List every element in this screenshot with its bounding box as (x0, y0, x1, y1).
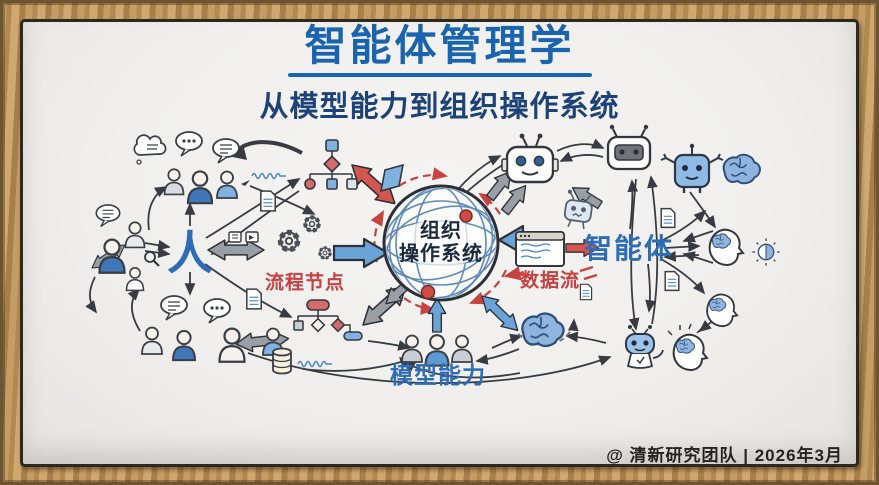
header: 智能体管理学 从模型能力到组织操作系统 (0, 22, 879, 125)
speech-bubble-icon (212, 138, 240, 164)
person-icon (125, 267, 145, 292)
node-label-agent: 智能体 (583, 233, 675, 264)
brain-icon (722, 153, 761, 185)
document-icon (660, 207, 676, 229)
process-column (228, 139, 405, 375)
media-cards-icon (228, 231, 259, 243)
watermark: @ 清新研究团队 | 2026年3月 (606, 446, 843, 465)
data-flow-dashes (579, 265, 598, 281)
title-underline (287, 73, 592, 78)
head-brain-icon (710, 230, 743, 265)
page-subtitle: 从模型能力到组织操作系统 (259, 91, 620, 124)
brain-icon (521, 312, 565, 348)
arrow-people-to-os (332, 237, 390, 269)
database-icon (272, 347, 292, 375)
browser-window-icon (515, 231, 565, 267)
document-icon (260, 190, 276, 212)
flowchart-icon (293, 299, 363, 341)
data-flow-arrow (503, 266, 523, 281)
node-dot (420, 284, 436, 300)
label-process-nodes: 流程节点 (264, 272, 346, 294)
robot-icon (659, 142, 725, 195)
speech-bubble-icon (95, 204, 121, 228)
robot-head-icon (606, 123, 652, 171)
globe-icon (382, 184, 500, 302)
arrow-model-to-os (427, 297, 447, 333)
signature-wave-icon (297, 360, 333, 368)
speech-bubble-icon (203, 298, 231, 324)
people-cluster-left (95, 204, 161, 292)
person-icon (172, 329, 196, 362)
parallelogram-shape (379, 163, 405, 193)
gear-icon (318, 246, 332, 260)
flowchart-icon (304, 139, 358, 190)
head-brain-icon (707, 294, 737, 326)
document-icon (664, 270, 680, 292)
brain-bulb-icon (751, 237, 781, 267)
speech-bubble-icon (160, 295, 188, 321)
document-icon (246, 288, 262, 310)
people-cluster-top (133, 131, 240, 205)
arrow-people-gears (207, 239, 265, 261)
robot-head-icon (500, 132, 560, 184)
person-icon (186, 170, 214, 205)
document-icon (579, 283, 593, 301)
gear-icon (305, 217, 318, 230)
head-brain-icon (667, 323, 707, 370)
thought-cloud-icon (133, 134, 167, 165)
person-icon (163, 168, 185, 196)
node-label-people: 人 (167, 227, 213, 279)
gear-icon (281, 233, 298, 250)
arrow-os-brain (475, 289, 525, 338)
node-label-organization-os: 组织 操作系统 (399, 220, 483, 266)
person-icon (141, 326, 163, 355)
data-flow-group (503, 231, 598, 281)
magnifier-icon (143, 250, 161, 268)
person-icon (124, 221, 146, 249)
label-data-flow: 数据流 (519, 270, 581, 292)
speech-bubble-icon (175, 131, 203, 157)
signature-wave-icon (241, 172, 287, 186)
globe-label-line1: 组织 (420, 220, 462, 242)
person-icon (216, 170, 238, 199)
node-dot (459, 209, 473, 223)
robot-icon (625, 324, 664, 369)
globe-label-line2: 操作系统 (399, 243, 483, 265)
agent-cluster (500, 123, 781, 370)
label-model-capability: 模型能力 (390, 362, 486, 388)
page-title: 智能体管理学 (304, 22, 575, 69)
